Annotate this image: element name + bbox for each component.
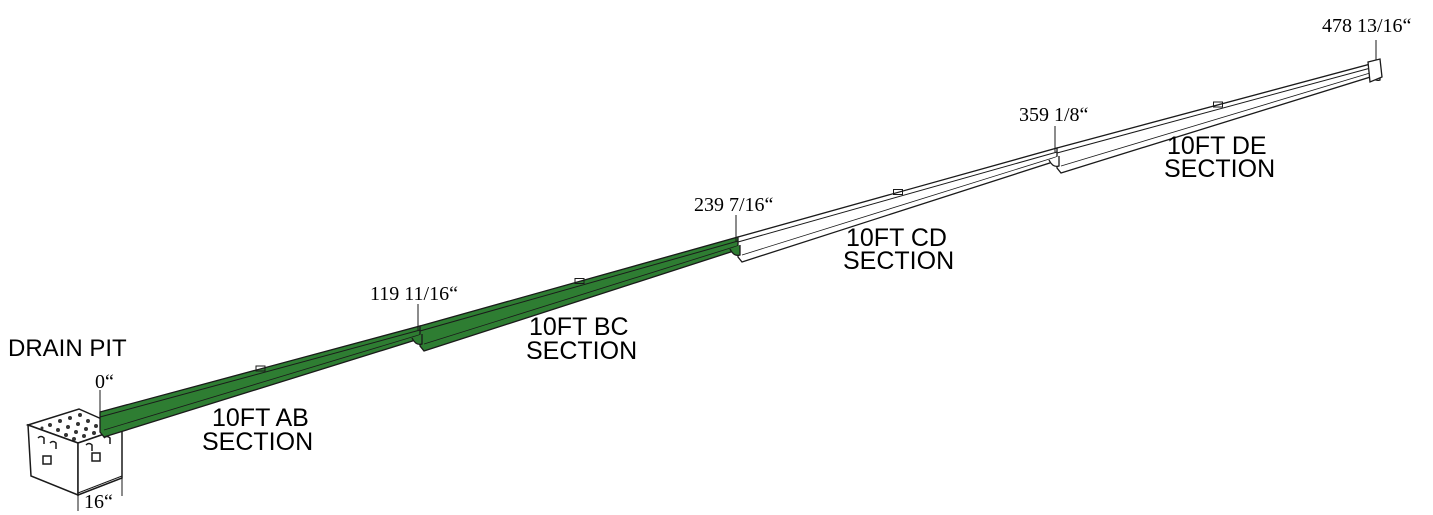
channel-clip-ab: [255, 365, 266, 372]
station-label-4: 478 13/16“: [1322, 15, 1412, 37]
channel-groove-bc: [423, 244, 741, 345]
drain-pit-width-label: 16“: [84, 491, 113, 513]
section-de-line2: SECTION: [1164, 155, 1275, 183]
section-cd-line1: 10FT CD: [846, 224, 947, 252]
station-label-3: 359 1/8“: [1019, 104, 1089, 126]
channel-end-cap: [1367, 58, 1383, 83]
section-de-line1: 10FT DE: [1167, 132, 1267, 160]
section-ab-line1: 10FT AB: [212, 404, 309, 432]
channel-lip-bc: [419, 240, 739, 332]
section-ab-line2: SECTION: [202, 428, 313, 456]
drain-pit-start-label: 0“: [95, 371, 114, 393]
section-bc-line1: 10FT BC: [529, 313, 629, 341]
drain-pit-knockouts: [37, 435, 111, 465]
channel-joint-1: [411, 334, 423, 346]
section-label-cd: 10FT CD SECTION: [843, 224, 954, 275]
station-label-2: 239 7/16“: [694, 194, 774, 216]
channel-groove-ab: [103, 333, 423, 431]
channel-joint-3: [1048, 156, 1060, 168]
channel-section-ab: [99, 325, 423, 438]
drain-pit: [25, 390, 125, 511]
drain-pit-grate: [40, 413, 112, 441]
channel-section-bc: [419, 236, 741, 352]
section-bc-line2: SECTION: [526, 337, 637, 365]
channel-lip-cd: [737, 151, 1058, 243]
channel-clip-bc: [574, 278, 585, 284]
section-cd-line2: SECTION: [843, 247, 954, 275]
drain-pit-title: DRAIN PIT: [8, 335, 127, 362]
channel-groove-cd: [741, 155, 1060, 256]
section-label-bc: 10FT BC SECTION: [526, 313, 637, 365]
section-label-de: 10FT DE SECTION: [1164, 132, 1275, 183]
channel-clip-cd: [893, 189, 903, 195]
section-label-ab: 10FT AB SECTION: [202, 404, 313, 456]
channel-sections: [99, 40, 1383, 438]
channel-lip-de: [1056, 65, 1379, 154]
station-label-1: 119 11/16“: [370, 283, 458, 305]
channel-lip-ab: [99, 329, 421, 418]
channel-joint-2: [729, 245, 741, 257]
channel-clip-de: [1213, 101, 1223, 108]
channel-groove-de: [1060, 69, 1381, 167]
channel-body-ab: [99, 325, 423, 438]
